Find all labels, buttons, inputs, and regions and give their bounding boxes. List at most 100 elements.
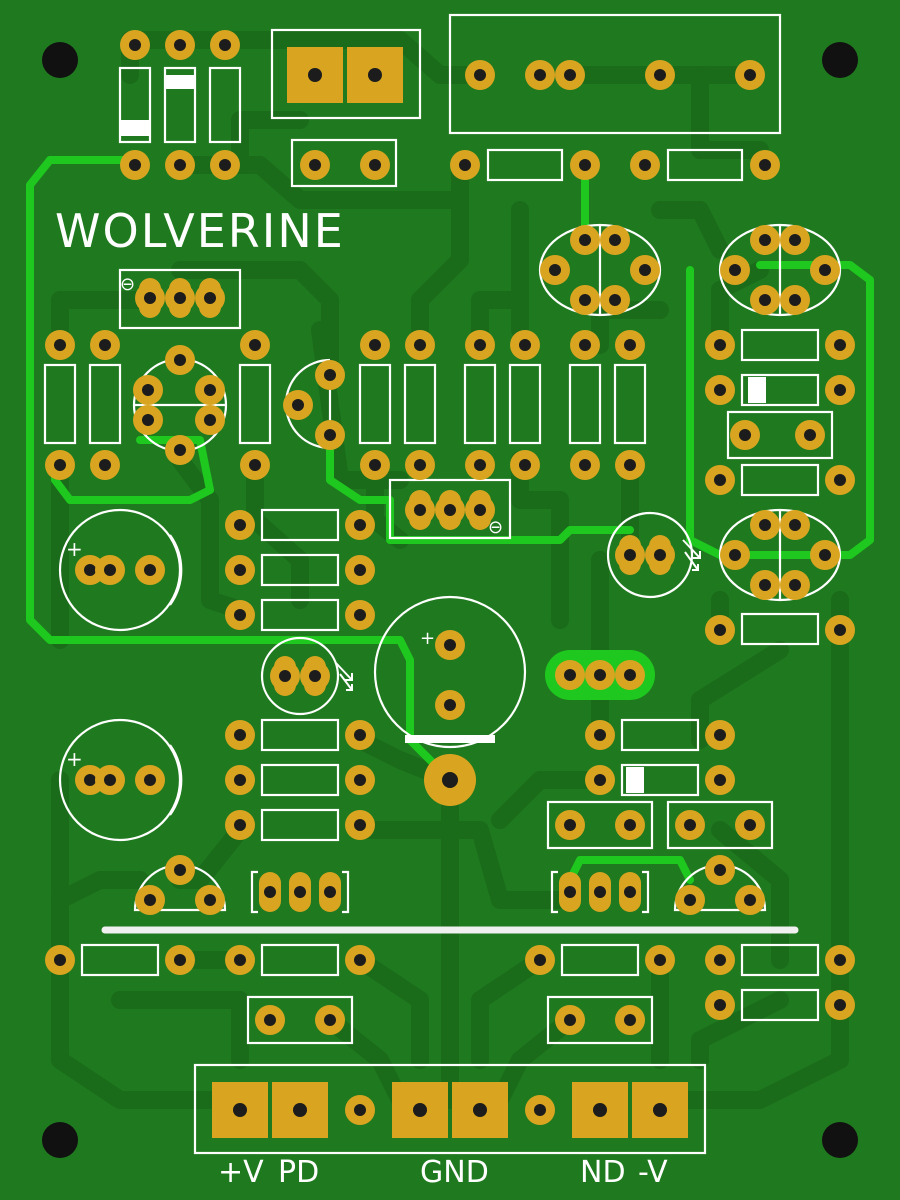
pad-drill-hole xyxy=(759,294,771,306)
pad-drill-hole xyxy=(294,886,306,898)
pad-drill-hole xyxy=(759,159,771,171)
pad-drill-hole xyxy=(714,339,726,351)
connector-label-pd: PD xyxy=(278,1155,319,1190)
pad-drill-hole xyxy=(234,519,246,531)
connector-label-nd: ND xyxy=(580,1155,626,1190)
pad-drill-hole xyxy=(729,549,741,561)
pad-drill-hole xyxy=(104,774,116,786)
pad-drill-hole xyxy=(474,339,486,351)
mounting-hole-top-right xyxy=(822,42,858,78)
pad-drill-hole xyxy=(624,819,636,831)
pad-drill-hole xyxy=(534,954,546,966)
pad-drill-hole xyxy=(654,954,666,966)
pad-drill-hole xyxy=(144,564,156,576)
pad-drill-hole xyxy=(413,1103,427,1117)
pad-drill-hole xyxy=(744,69,756,81)
pad-drill-hole xyxy=(594,886,606,898)
minus-mark-header-2: ⊖ xyxy=(488,517,503,538)
pad-drill-hole xyxy=(233,1103,247,1117)
pad-drill-hole xyxy=(369,159,381,171)
pad-drill-hole xyxy=(459,159,471,171)
pad-drill-hole xyxy=(174,39,186,51)
pad-drill-hole xyxy=(653,1103,667,1117)
pad-drill-hole xyxy=(474,504,486,516)
pad-drill-hole xyxy=(293,1103,307,1117)
header-brackets xyxy=(250,870,650,914)
pad-drill-hole xyxy=(739,429,751,441)
pad-drill-hole xyxy=(414,504,426,516)
plus-mark-cap-2: + xyxy=(66,747,83,771)
pad-drill-hole xyxy=(444,639,456,651)
pad-drill-hole xyxy=(834,474,846,486)
pad-drill-hole xyxy=(624,886,636,898)
pad-drill-hole xyxy=(564,886,576,898)
pad-drill-hole xyxy=(744,819,756,831)
pad-drill-hole xyxy=(684,819,696,831)
pad-drill-hole xyxy=(564,69,576,81)
pad-drill-hole xyxy=(639,159,651,171)
pad-drill-hole xyxy=(234,819,246,831)
pad-drill-hole xyxy=(579,294,591,306)
pad-drill-hole xyxy=(142,384,154,396)
pad-drill-hole xyxy=(564,819,576,831)
pad-drill-hole xyxy=(204,384,216,396)
pad-drill-hole xyxy=(174,292,186,304)
pad-drill-hole xyxy=(789,234,801,246)
pad-drill-hole xyxy=(759,579,771,591)
pad-drill-hole xyxy=(174,954,186,966)
pad-drill-hole xyxy=(624,669,636,681)
pad-drill-hole xyxy=(579,234,591,246)
pad-drill-hole xyxy=(594,669,606,681)
pad-drill-hole xyxy=(142,414,154,426)
pad-drill-hole xyxy=(144,774,156,786)
pad-drill-hole xyxy=(354,564,366,576)
plus-mark-cap-3: + xyxy=(420,628,435,649)
pad-drill-hole xyxy=(819,549,831,561)
mounting-hole-bottom-right xyxy=(822,1122,858,1158)
pad-drill-hole xyxy=(789,579,801,591)
pad-drill-hole xyxy=(54,339,66,351)
pad-drill-hole xyxy=(54,954,66,966)
pad-drill-hole xyxy=(309,670,321,682)
mounting-holes xyxy=(42,42,858,1158)
pad-drill-hole xyxy=(414,459,426,471)
pad-drill-hole xyxy=(714,384,726,396)
pad-drill-hole xyxy=(354,954,366,966)
pad-drill-hole xyxy=(579,159,591,171)
pad-drill-hole xyxy=(819,264,831,276)
pad-drill-hole xyxy=(354,729,366,741)
pad-drill-hole xyxy=(234,729,246,741)
pad-drill-hole xyxy=(369,339,381,351)
pad-drill-hole xyxy=(264,886,276,898)
pad-drill-hole xyxy=(834,339,846,351)
pad-drill-hole xyxy=(174,159,186,171)
pad-drill-hole xyxy=(564,1014,576,1026)
pad-drill-hole xyxy=(654,549,666,561)
pad-drill-hole xyxy=(324,1014,336,1026)
pad-drill-hole xyxy=(104,564,116,576)
pad-drill-hole xyxy=(759,519,771,531)
pad-drill-hole xyxy=(714,954,726,966)
pad-drill-hole xyxy=(744,894,756,906)
minus-mark-header-1: ⊖ xyxy=(120,274,135,295)
mounting-hole-top-left xyxy=(42,42,78,78)
pad-drill-hole xyxy=(609,294,621,306)
pad-drill-hole xyxy=(129,159,141,171)
pad-drill-hole xyxy=(474,69,486,81)
pad-drill-hole xyxy=(219,39,231,51)
pad-drill-hole xyxy=(234,774,246,786)
pad-drill-hole xyxy=(324,429,336,441)
pad-drill-hole xyxy=(99,339,111,351)
pad-drill-hole xyxy=(624,1014,636,1026)
pad-drill-hole xyxy=(624,339,636,351)
pad-drill-hole xyxy=(714,474,726,486)
pad-drill-hole xyxy=(309,159,321,171)
pad-drill-hole xyxy=(804,429,816,441)
pad-drill-hole xyxy=(473,1103,487,1117)
pad-drill-hole xyxy=(714,624,726,636)
pad-drill-hole xyxy=(234,564,246,576)
pad-drill-hole xyxy=(264,1014,276,1026)
pad-drill-hole xyxy=(354,1104,366,1116)
pad-drill-hole xyxy=(789,519,801,531)
